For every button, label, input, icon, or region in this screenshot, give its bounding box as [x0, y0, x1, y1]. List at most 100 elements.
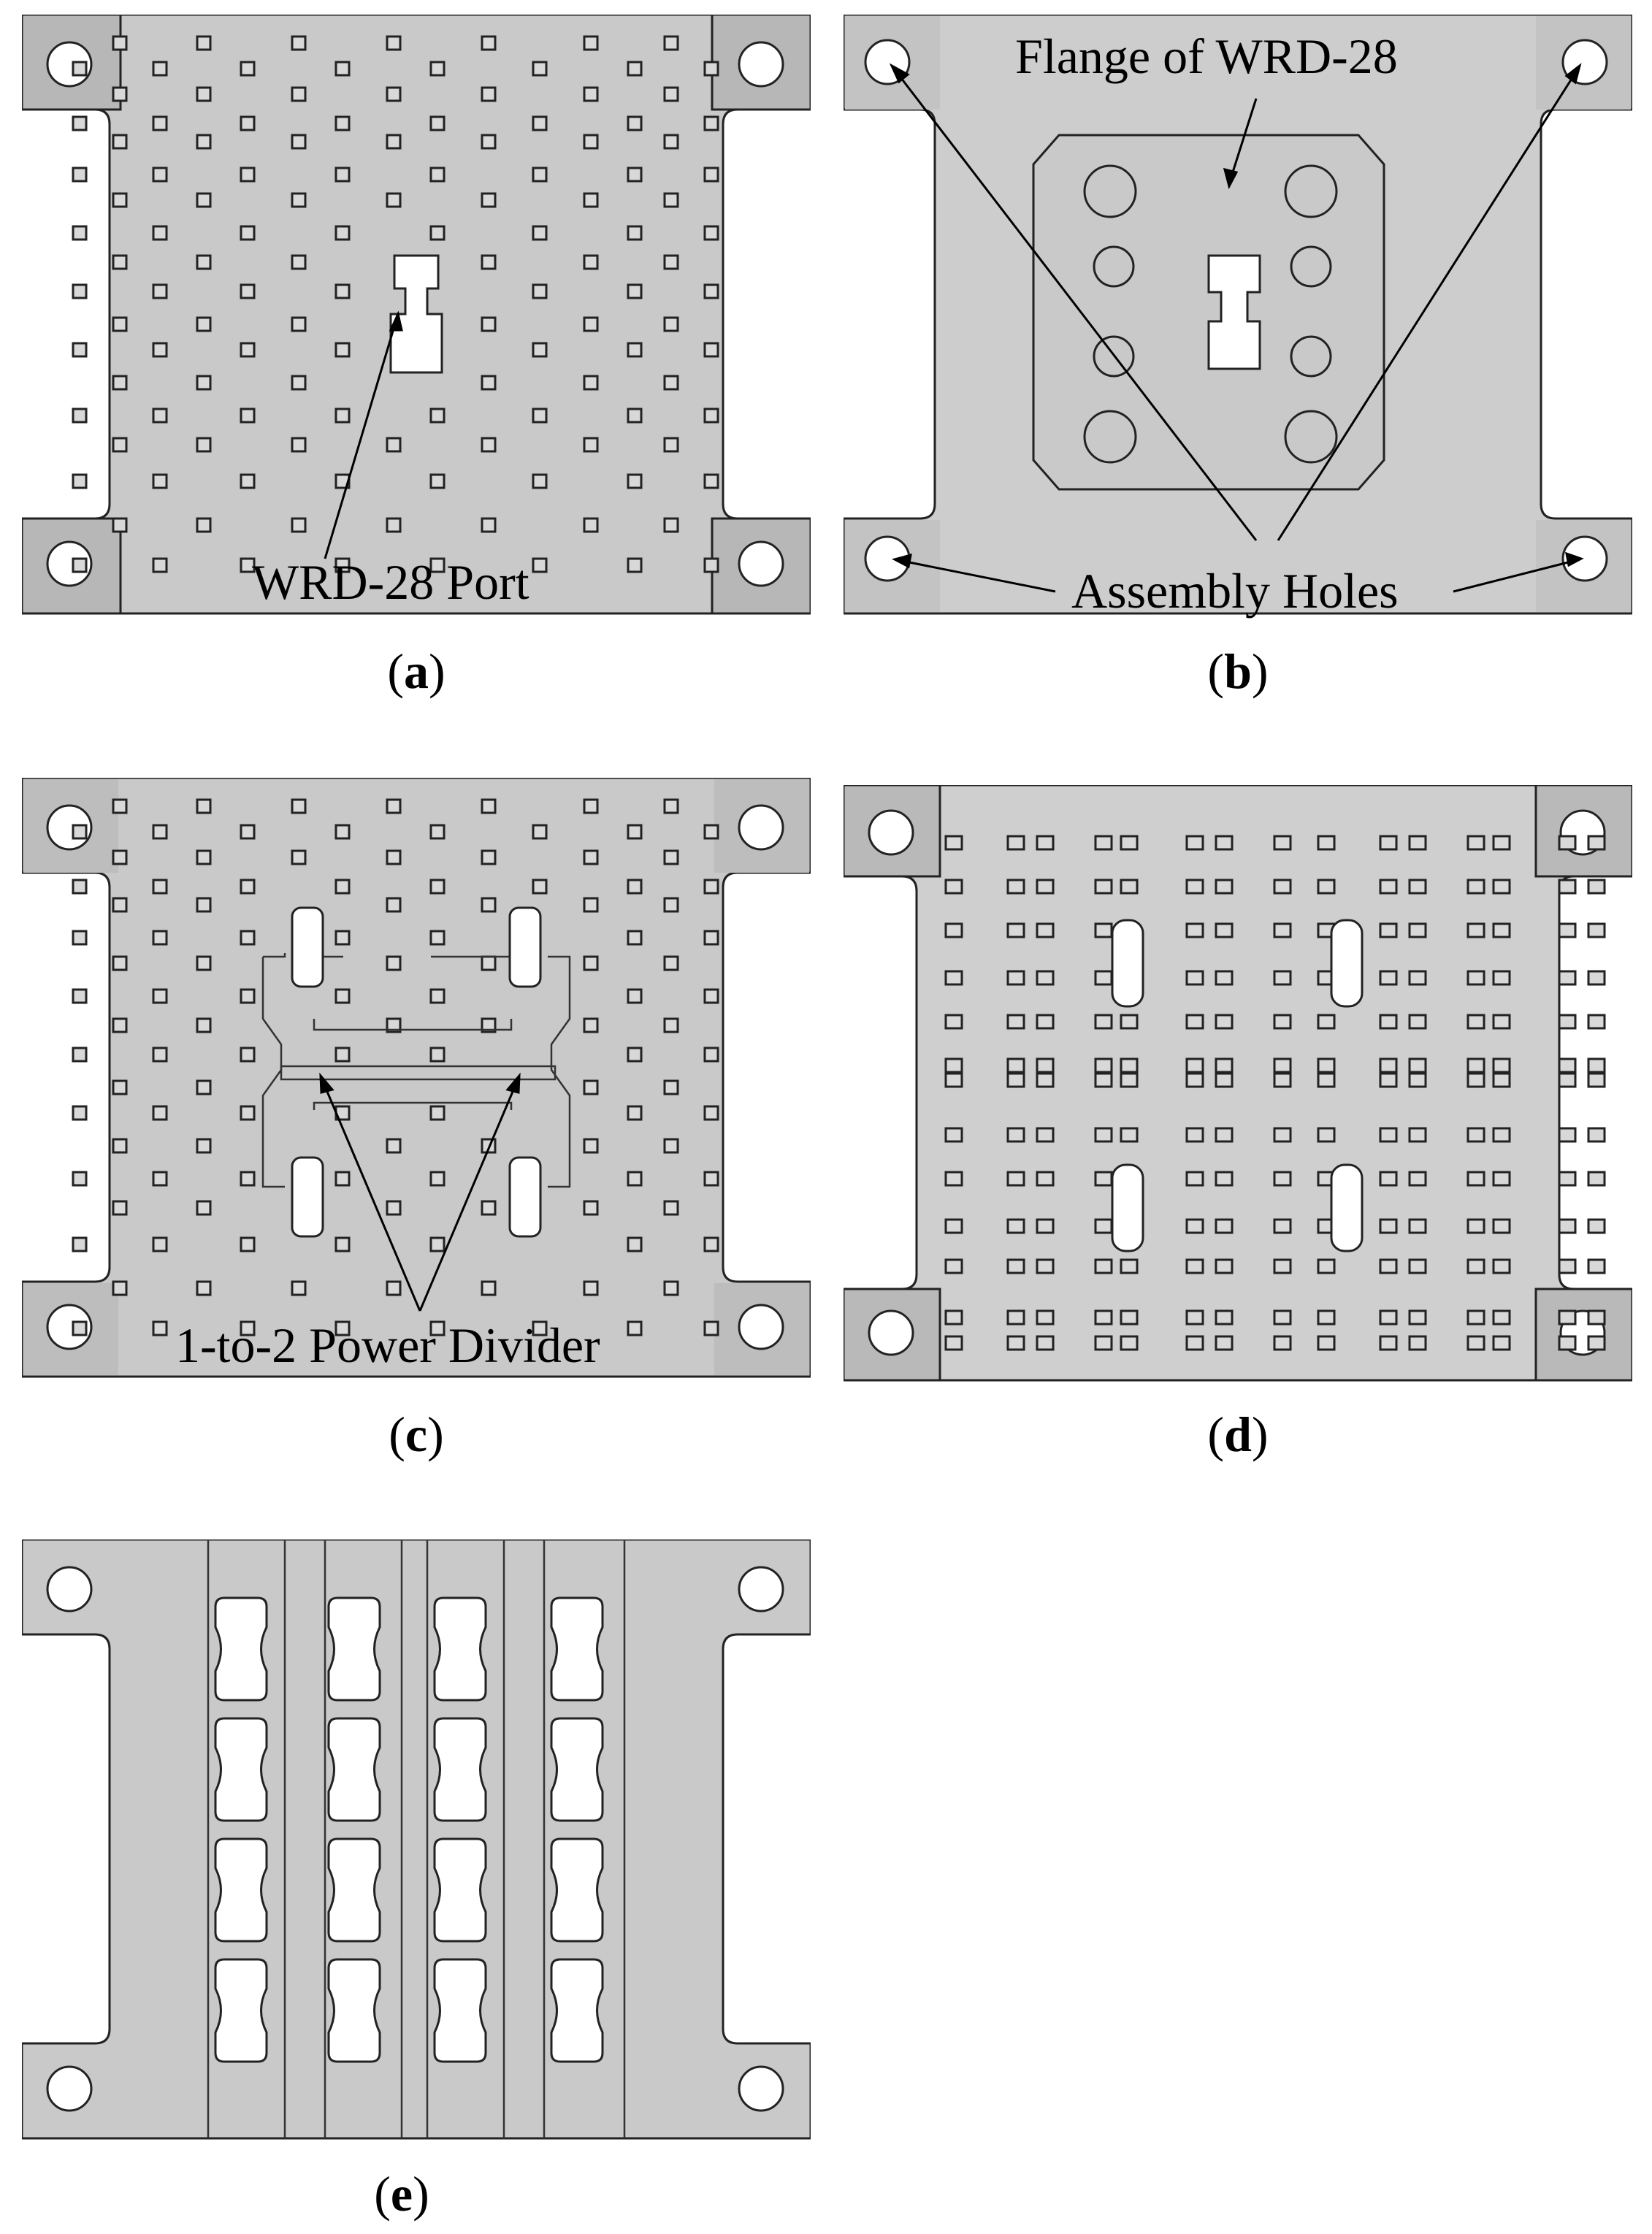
slot	[152, 1236, 168, 1252]
slot	[429, 225, 445, 241]
slot	[1006, 835, 1025, 851]
slot	[583, 254, 599, 270]
slot	[240, 930, 256, 946]
slot	[1466, 922, 1485, 938]
slot	[1006, 970, 1025, 986]
slot	[72, 342, 88, 358]
radiating-aperture	[327, 1837, 381, 1943]
slot	[386, 798, 402, 814]
slot	[1273, 1014, 1292, 1030]
panel-b-caption: (b)	[1207, 643, 1269, 699]
slot	[1215, 1072, 1234, 1088]
slot	[627, 1105, 643, 1121]
slot	[240, 988, 256, 1004]
slot	[1558, 922, 1577, 938]
slot	[112, 375, 128, 391]
slot	[152, 1320, 168, 1336]
slot	[1120, 1127, 1139, 1143]
slot	[72, 879, 88, 895]
slot	[703, 1105, 719, 1121]
slot	[663, 1280, 679, 1296]
slot	[386, 134, 402, 150]
slot	[429, 557, 445, 573]
panel-b-drawing: Flange of WRD-28 Assembly Holes	[844, 15, 1632, 619]
slot	[944, 879, 963, 895]
slot	[583, 134, 599, 150]
plate-c	[22, 778, 811, 1378]
slot	[72, 473, 88, 489]
slot	[240, 1171, 256, 1187]
slot	[1587, 970, 1606, 986]
slot	[1492, 1335, 1511, 1351]
slot	[481, 437, 497, 453]
slot	[240, 408, 256, 424]
radiating-aperture	[214, 1596, 268, 1702]
slot	[1185, 1258, 1204, 1274]
slot	[627, 115, 643, 131]
slot	[944, 1014, 963, 1030]
slot	[112, 192, 128, 208]
pointer-arrows-b	[889, 63, 1584, 593]
slot	[1036, 1171, 1055, 1187]
slot	[72, 1047, 88, 1063]
slot	[196, 254, 212, 270]
slot	[627, 342, 643, 358]
slot	[152, 557, 168, 573]
slot	[152, 879, 168, 895]
slot	[1408, 1057, 1427, 1074]
slot	[481, 897, 497, 913]
slot	[386, 517, 402, 533]
slot	[1587, 1309, 1606, 1326]
slot	[1317, 1072, 1336, 1088]
slot	[1587, 1258, 1606, 1274]
slot	[627, 473, 643, 489]
slot	[1408, 1014, 1427, 1030]
slot	[1094, 1171, 1113, 1187]
slot	[1215, 1218, 1234, 1234]
slot	[627, 167, 643, 183]
slot	[152, 1105, 168, 1121]
slot	[1466, 1127, 1485, 1143]
panel-a-drawing: WRD-28 Port	[22, 15, 811, 615]
slot	[72, 1320, 88, 1336]
slot	[627, 225, 643, 241]
slot	[112, 35, 128, 51]
slot	[112, 1079, 128, 1095]
slot	[152, 1171, 168, 1187]
slot	[481, 955, 497, 971]
slot	[112, 1017, 128, 1033]
slot	[627, 988, 643, 1004]
slot	[532, 167, 548, 183]
slot	[703, 824, 719, 840]
slot	[72, 1171, 88, 1187]
slot	[1408, 1072, 1427, 1088]
slot	[1466, 835, 1485, 851]
slot	[1006, 1218, 1025, 1234]
slot	[112, 86, 128, 102]
slot	[1036, 1127, 1055, 1143]
slot	[334, 1047, 351, 1063]
slot	[334, 342, 351, 358]
slot	[627, 930, 643, 946]
slot	[1273, 1057, 1292, 1074]
slot	[1215, 879, 1234, 895]
slot	[1466, 1258, 1485, 1274]
slot	[240, 879, 256, 895]
slot	[1379, 1309, 1398, 1326]
slot	[152, 930, 168, 946]
panel-c-caption: (c)	[389, 1407, 444, 1462]
slot	[583, 437, 599, 453]
slot	[1036, 1258, 1055, 1274]
slot	[1466, 1057, 1485, 1074]
slot	[196, 1280, 212, 1296]
slot	[532, 342, 548, 358]
slot	[334, 283, 351, 299]
slot	[72, 408, 88, 424]
slot	[1120, 1335, 1139, 1351]
slot	[703, 61, 719, 77]
slot	[703, 879, 719, 895]
slot	[1587, 1057, 1606, 1074]
slot	[1587, 1072, 1606, 1088]
slot	[240, 61, 256, 77]
slot	[334, 930, 351, 946]
